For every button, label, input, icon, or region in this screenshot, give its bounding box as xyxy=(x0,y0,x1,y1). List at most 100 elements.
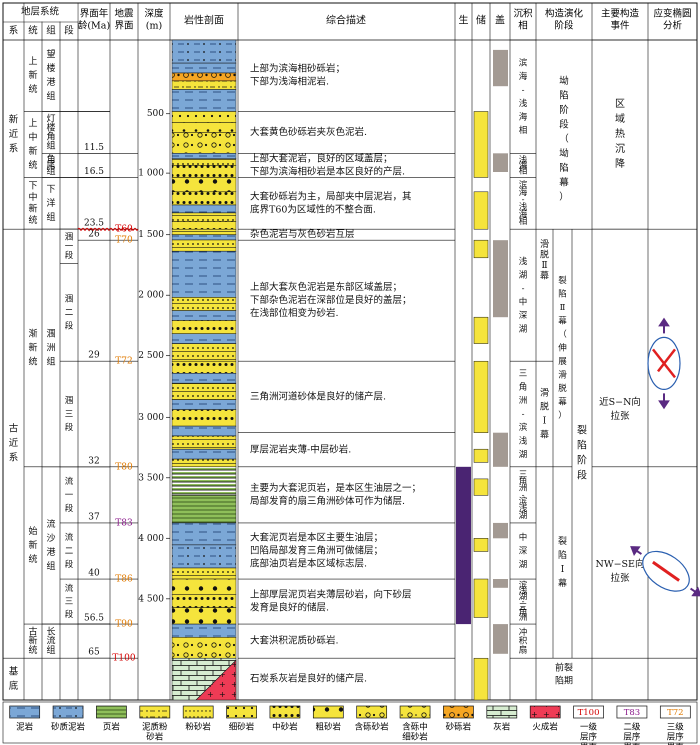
lith-layer-medium_sand xyxy=(171,221,237,230)
svg-text:角: 角 xyxy=(46,130,55,142)
event-label: 近S−N向 xyxy=(599,396,641,408)
reservoir-bar xyxy=(473,316,489,344)
legend-item-igneous: 火成岩 xyxy=(529,705,561,733)
svg-text:上: 上 xyxy=(28,56,37,67)
event-label: 拉张 xyxy=(610,410,630,422)
seal-bar xyxy=(493,240,508,318)
svg-text:砂质泥岩: 砂质泥岩 xyxy=(51,722,86,733)
source-rock-bar xyxy=(456,466,471,625)
svg-text:界面: 界面 xyxy=(667,743,685,745)
svg-text:基: 基 xyxy=(9,665,19,677)
description-line: 大套泥页岩是本区主要生油层； xyxy=(250,531,383,543)
svg-text:幕: 幕 xyxy=(558,577,567,589)
svg-text:段: 段 xyxy=(65,559,74,570)
stress-arrow-north xyxy=(658,317,670,334)
legend-item-limestone: 灰岩 xyxy=(486,705,518,733)
lith-layer-mudstone xyxy=(171,522,237,546)
svg-text:陷: 陷 xyxy=(558,549,567,561)
svg-text:湖: 湖 xyxy=(519,450,528,460)
svg-text:浅: 浅 xyxy=(519,155,528,166)
svg-text:涠: 涠 xyxy=(65,231,74,242)
svg-text:界面: 界面 xyxy=(623,743,641,745)
svg-text:洲: 洲 xyxy=(519,396,528,406)
svg-text:段: 段 xyxy=(65,609,74,620)
reservoir-bar xyxy=(473,111,489,178)
lith-layer-silt_sand xyxy=(171,239,237,252)
svg-text:裂: 裂 xyxy=(558,536,567,547)
svg-text:）: ） xyxy=(558,410,567,421)
svg-text:滨: 滨 xyxy=(519,422,528,433)
legend-item-T72: T72三级层序界面 xyxy=(659,705,691,745)
svg-text:界面: 界面 xyxy=(580,743,598,745)
svg-text:浅: 浅 xyxy=(519,436,528,447)
facies-label: 滨浅湖-三角洲 xyxy=(519,580,528,623)
svg-text:角: 角 xyxy=(519,607,528,618)
legend-item-gravel_sand: 含砾砂岩 xyxy=(355,705,389,733)
lith-layer-mudstone xyxy=(171,623,237,638)
svg-text:含砾中: 含砾中 xyxy=(402,722,428,733)
svg-text:泥岩: 泥岩 xyxy=(16,722,34,733)
svg-text:陷: 陷 xyxy=(558,289,567,300)
svg-text:区: 区 xyxy=(615,98,625,110)
stress-ellipse-nwse xyxy=(630,546,700,597)
lith-layer-mudstone xyxy=(171,399,237,410)
header-xi: 系 xyxy=(9,26,19,37)
svg-text:新: 新 xyxy=(28,145,37,157)
svg-text:洋: 洋 xyxy=(46,197,55,209)
svg-text:层序: 层序 xyxy=(623,732,641,743)
svg-text:涠: 涠 xyxy=(65,293,74,304)
svg-text:积: 积 xyxy=(519,636,528,647)
lith-layer-mudstone xyxy=(171,373,237,384)
description-line: 下部为滨海相砂岩是本区良好的产层. xyxy=(250,165,405,177)
svg-text:（: （ xyxy=(558,329,567,340)
svg-text:扇: 扇 xyxy=(519,644,528,655)
lith-layer-sandstone xyxy=(171,122,237,133)
svg-text:泥质粉: 泥质粉 xyxy=(142,722,168,733)
seismic-label-t90: T90 xyxy=(115,620,133,630)
svg-text:T72: T72 xyxy=(667,708,684,718)
lith-layer-medium_sand xyxy=(171,594,237,608)
age-label: 40 xyxy=(88,569,100,579)
tong-label: 上新统 xyxy=(28,56,37,95)
svg-text:T83: T83 xyxy=(624,708,641,718)
svg-text:系: 系 xyxy=(9,144,19,155)
svg-text:降: 降 xyxy=(615,157,625,170)
svg-text:阶: 阶 xyxy=(559,104,569,116)
reservoir-bar xyxy=(473,239,489,259)
header-mask xyxy=(24,3,78,22)
lith-layer-silt_sand xyxy=(171,382,237,400)
svg-text:（: （ xyxy=(559,133,569,145)
svg-text:统: 统 xyxy=(28,159,37,171)
svg-text:展: 展 xyxy=(558,357,567,367)
svg-text:砂砾岩: 砂砾岩 xyxy=(446,722,472,733)
svg-text:-: - xyxy=(522,490,525,500)
description-line: 底部油页岩是本区域标志层. xyxy=(250,557,367,569)
svg-text:流: 流 xyxy=(65,532,74,543)
description-line: 上部为滨海相砂砾岩； xyxy=(250,63,345,75)
svg-text:统: 统 xyxy=(28,553,37,565)
lith-layer-mudstone xyxy=(171,153,237,160)
reservoir-bar xyxy=(473,360,489,433)
svg-text:一级: 一级 xyxy=(580,722,598,733)
svg-text:统: 统 xyxy=(28,83,37,95)
header-zu: 组 xyxy=(46,25,56,37)
svg-text:组: 组 xyxy=(46,644,55,656)
legend-item-shale: 页岩 xyxy=(96,705,127,733)
svg-text:古: 古 xyxy=(28,625,37,637)
lith-layer-coarse_sand xyxy=(171,177,237,193)
svg-text:应变椭圆: 应变椭圆 xyxy=(653,8,691,20)
lith-layer-mudstone xyxy=(171,234,237,241)
svg-text:海: 海 xyxy=(519,187,528,198)
lith-layer-silt_sand xyxy=(171,228,237,235)
svg-text:浅: 浅 xyxy=(519,98,528,109)
svg-text:尾: 尾 xyxy=(46,160,55,171)
age-label: 11.5 xyxy=(84,143,104,153)
svg-text:Ⅱ: Ⅱ xyxy=(541,261,547,271)
svg-text:）: ） xyxy=(559,191,569,203)
svg-text:底: 底 xyxy=(9,680,19,692)
svg-text:古: 古 xyxy=(9,423,19,435)
